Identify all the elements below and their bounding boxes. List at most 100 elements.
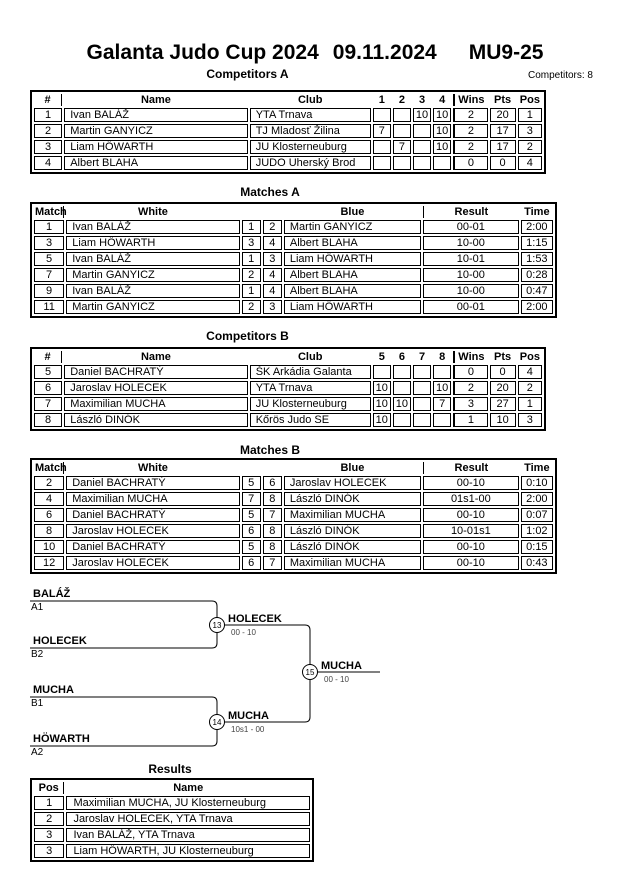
table-cell — [392, 413, 411, 427]
table-cell — [392, 381, 411, 395]
table-cell: 5 — [34, 365, 63, 379]
table-cell: 17 — [489, 140, 516, 154]
table-cell: 7 — [262, 508, 282, 522]
bracket-match-score: 00 - 10 — [231, 628, 256, 637]
table-cell: 1:15 — [520, 236, 553, 250]
table-cell: YTA Trnava — [249, 381, 371, 395]
table-cell: 2:00 — [520, 220, 553, 234]
column-header: Time — [524, 462, 550, 474]
bracket-slot-seed: B2 — [31, 649, 44, 660]
table-cell: 0 — [489, 365, 516, 379]
table-cell: László DINÓK — [64, 413, 248, 427]
column-header: 2 — [398, 94, 405, 106]
table-cell: 7 — [433, 397, 452, 411]
match-number: 15 — [306, 668, 315, 677]
bracket-slot-name: HOLECEK — [33, 635, 87, 647]
table-cell: 3 — [262, 300, 282, 314]
table-cell: Liam HÖWARTH, JU Klosterneuburg — [66, 844, 310, 858]
table-cell: 2 — [453, 140, 488, 154]
table-cell: 3 — [34, 140, 63, 154]
table-cell: Jaroslav HOLECEK — [283, 476, 421, 490]
table-cell: 5 — [34, 252, 65, 266]
table-cell: Ivan BALÁŽ — [66, 284, 240, 298]
table-cell: 1 — [241, 252, 261, 266]
table-cell: 1 — [34, 108, 63, 122]
table-cell: 6 — [34, 381, 63, 395]
table-cell — [392, 108, 411, 122]
table-cell: 01s1-00 — [422, 492, 519, 506]
table-cell: 1 — [241, 284, 261, 298]
table-cell: 4 — [517, 156, 542, 170]
bracket-winner-name: MUCHA — [228, 710, 269, 722]
section-title-matches-b: Matches B — [239, 443, 301, 457]
table-cell: 3 — [453, 397, 488, 411]
column-header: Pos — [34, 782, 65, 794]
section-title-matches-a: Matches A — [240, 185, 300, 199]
table-cell: 2 — [262, 220, 282, 234]
column-header — [242, 206, 261, 218]
table-cell: 8 — [34, 524, 65, 538]
table-cell: 9 — [34, 284, 65, 298]
bracket-match-score: 10s1 - 00 — [231, 725, 265, 734]
title-date: 09.11.2024 — [332, 41, 437, 64]
competitors-count: Competitors: 8 — [527, 70, 593, 81]
table-cell: 17 — [489, 124, 516, 138]
column-header: Result — [422, 206, 519, 218]
table-cell: Albert BLAHA — [64, 156, 248, 170]
table-cell: 1:53 — [520, 252, 553, 266]
table-cell — [412, 156, 432, 170]
table-cell — [412, 365, 432, 379]
table-cell: 0:15 — [520, 540, 553, 554]
table-cell: 00-10 — [422, 476, 519, 490]
table-cell: 2:00 — [520, 300, 553, 314]
table-cell: JU Klosterneuburg — [249, 397, 371, 411]
table-cell: 2 — [517, 381, 542, 395]
table-cell: 27 — [489, 397, 516, 411]
table-cell: 10-00 — [422, 268, 519, 282]
table-cell: ŠK Arkádia Galanta — [249, 365, 371, 379]
table-cell: 0:43 — [520, 556, 553, 570]
table-cell: 4 — [34, 156, 63, 170]
table-cell: 0:28 — [520, 268, 553, 282]
bracket-slot-seed: A2 — [31, 747, 44, 758]
table-cell: 1 — [517, 108, 542, 122]
table-cell: 3 — [262, 252, 282, 266]
table-cell: 2 — [241, 268, 261, 282]
table-cell: 8 — [262, 524, 282, 538]
table-cell: 8 — [34, 413, 63, 427]
table-cell: Maximilian MUCHA, JU Klosterneuburg — [66, 796, 310, 810]
table-cell: 10 — [433, 381, 452, 395]
table-cell: 10 — [372, 413, 391, 427]
table-cell: Jaroslav HOLECEK — [66, 524, 240, 538]
table-header-row: # Name Club 5 6 7 8 Wins Pts Pos — [34, 351, 542, 363]
table-cell: 2 — [517, 140, 542, 154]
table-cell: 5 — [241, 540, 261, 554]
table-cell: 1 — [34, 796, 65, 810]
table-cell: 20 — [489, 108, 516, 122]
column-header — [263, 462, 282, 474]
table-cell: Martin GANYICZ — [64, 124, 248, 138]
table-cell: 3 — [34, 844, 65, 858]
table-cell: 7 — [34, 268, 65, 282]
table-cell: 4 — [262, 284, 282, 298]
table-cell: Daniel BACHRATÝ — [64, 365, 248, 379]
table-cell: 3 — [517, 124, 542, 138]
table-cell: 2:00 — [520, 492, 553, 506]
column-header: Pts — [494, 351, 512, 363]
table-cell: 6 — [262, 476, 282, 490]
table-cell: Ivan BALÁŽ — [66, 252, 240, 266]
column-header — [263, 206, 282, 218]
